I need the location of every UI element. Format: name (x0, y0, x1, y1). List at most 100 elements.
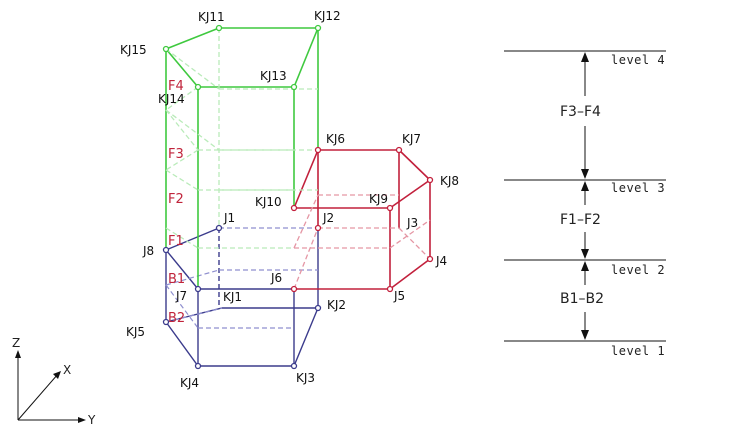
node-label-j7: J7 (175, 289, 187, 303)
node-dot (215, 224, 223, 232)
upper-hidden-line (165, 227, 199, 249)
node-dot (314, 24, 322, 32)
upper-hidden-line (165, 86, 199, 111)
node-label-kj8: KJ8 (440, 174, 459, 188)
node-label-kj4: KJ4 (180, 376, 199, 390)
dimension-arrows (581, 52, 589, 340)
node-dot (194, 285, 202, 293)
arrowhead-icon (581, 261, 589, 271)
lower-hidden-line (165, 269, 220, 286)
story-label-f4: F4 (168, 79, 184, 94)
axis-label-x: X (63, 363, 71, 377)
story-label-b2: B2 (168, 311, 185, 326)
node-label-kj11: KJ11 (198, 10, 225, 24)
node-label-kj2: KJ2 (327, 298, 346, 312)
middle-hidden-line (293, 194, 319, 249)
upper-frame (165, 27, 319, 289)
middle-frame (293, 149, 431, 290)
axis-arrows (15, 350, 86, 423)
node-label-kj10: KJ10 (255, 195, 282, 209)
arrowhead-icon (581, 249, 589, 259)
middle-edge (389, 179, 431, 209)
node-dot (162, 318, 170, 326)
axis-labels: Z X Y (12, 336, 96, 426)
axis-label-z: Z (12, 336, 20, 350)
node-dots (162, 24, 434, 370)
axis-x-line (17, 373, 59, 421)
arrowhead-icon (53, 371, 61, 379)
level-label-2: level 2 (611, 263, 665, 277)
node-dot (426, 255, 434, 263)
lower-top-edge (165, 249, 199, 290)
upper-edge (293, 27, 319, 88)
level-label-1: level 1 (611, 344, 665, 358)
range-label-upper: F3–F4 (560, 104, 601, 120)
node-dot (386, 285, 394, 293)
node-label-kj13: KJ13 (260, 69, 287, 83)
arrowhead-icon (581, 330, 589, 340)
level-label-3: level 3 (611, 181, 665, 195)
node-dot (162, 45, 170, 53)
node-label-j4: J4 (435, 254, 447, 268)
node-dot (290, 285, 298, 293)
node-dot (314, 146, 322, 154)
node-dot (314, 304, 322, 312)
lower-bottom-outline (165, 307, 320, 367)
upper-hidden-line (165, 109, 199, 151)
arrowhead-icon (581, 169, 589, 179)
lower-hidden-line (165, 307, 223, 323)
middle-hidden-line (389, 219, 431, 249)
node-label-kj14: KJ14 (158, 92, 185, 106)
node-label-j2: J2 (322, 211, 334, 225)
node-dot (194, 362, 202, 370)
axis-triad (17, 354, 82, 421)
node-label-kj15: KJ15 (120, 43, 147, 57)
lower-hidden-line (165, 284, 199, 329)
range-label-middle: F1–F2 (560, 212, 601, 228)
story-labels: F4 F3 F2 F1 B1 B2 (168, 79, 185, 326)
node-dot (194, 83, 202, 91)
upper-hidden-line (165, 149, 199, 171)
node-dot (162, 246, 170, 254)
node-labels: KJ11 KJ12 KJ15 KJ13 KJ14 KJ6 KJ7 KJ8 KJ9… (120, 9, 459, 390)
middle-edge (389, 258, 431, 290)
node-label-kj6: KJ6 (326, 132, 345, 146)
level-labels: level 4 level 3 level 2 level 1 (611, 53, 665, 358)
middle-hidden-line (398, 227, 431, 260)
story-label-f1: F1 (168, 234, 184, 249)
middle-edge (398, 149, 431, 181)
node-label-kj7: KJ7 (402, 132, 421, 146)
arrowhead-icon (581, 181, 589, 191)
upper-hidden-line (165, 169, 199, 191)
node-label-kj9: KJ9 (369, 192, 388, 206)
node-label-j5: J5 (393, 289, 405, 303)
node-label-j1: J1 (223, 211, 235, 225)
node-dot (395, 146, 403, 154)
middle-hidden-line (293, 227, 319, 290)
node-dot (290, 362, 298, 370)
upper-edge (165, 27, 220, 50)
node-dot (426, 176, 434, 184)
range-label-lower: B1–B2 (560, 291, 604, 307)
node-label-kj5: KJ5 (126, 325, 145, 339)
upper-hidden-lines (165, 28, 318, 249)
axis-label-y: Y (87, 413, 96, 426)
node-dot (290, 204, 298, 212)
node-label-kj3: KJ3 (296, 371, 315, 385)
node-dot (290, 83, 298, 91)
arrowhead-icon (15, 350, 21, 358)
range-labels: F3–F4 F1–F2 B1–B2 (560, 104, 604, 307)
story-label-b1: B1 (168, 272, 185, 287)
middle-hidden-lines (293, 194, 431, 290)
level-label-4: level 4 (611, 53, 665, 67)
node-label-kj1: KJ1 (223, 290, 242, 304)
node-label-kj12: KJ12 (314, 9, 341, 23)
upper-hidden-line (165, 109, 220, 151)
story-label-f2: F2 (168, 192, 184, 207)
lower-top-edge (165, 227, 220, 251)
node-dot (314, 224, 322, 232)
node-label-j8: J8 (142, 244, 154, 258)
node-label-j6: J6 (270, 271, 282, 285)
